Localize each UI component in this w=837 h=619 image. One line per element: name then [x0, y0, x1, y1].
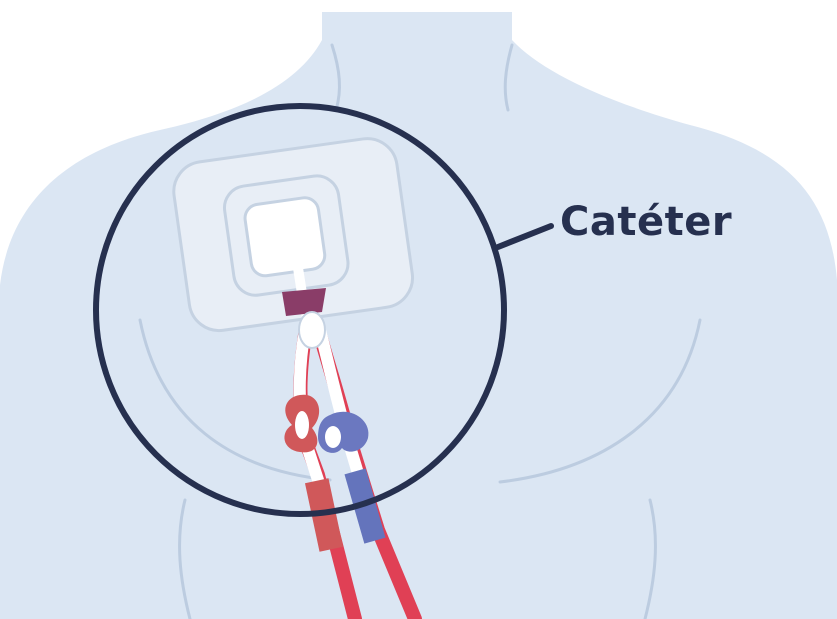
torso-silhouette — [0, 12, 837, 619]
junction-hub — [299, 312, 325, 348]
purple-clamp — [282, 288, 326, 316]
catheter-label: Catéter — [560, 199, 732, 245]
blue-clamp-hole — [325, 426, 341, 448]
red-clamp-hole — [295, 411, 309, 439]
